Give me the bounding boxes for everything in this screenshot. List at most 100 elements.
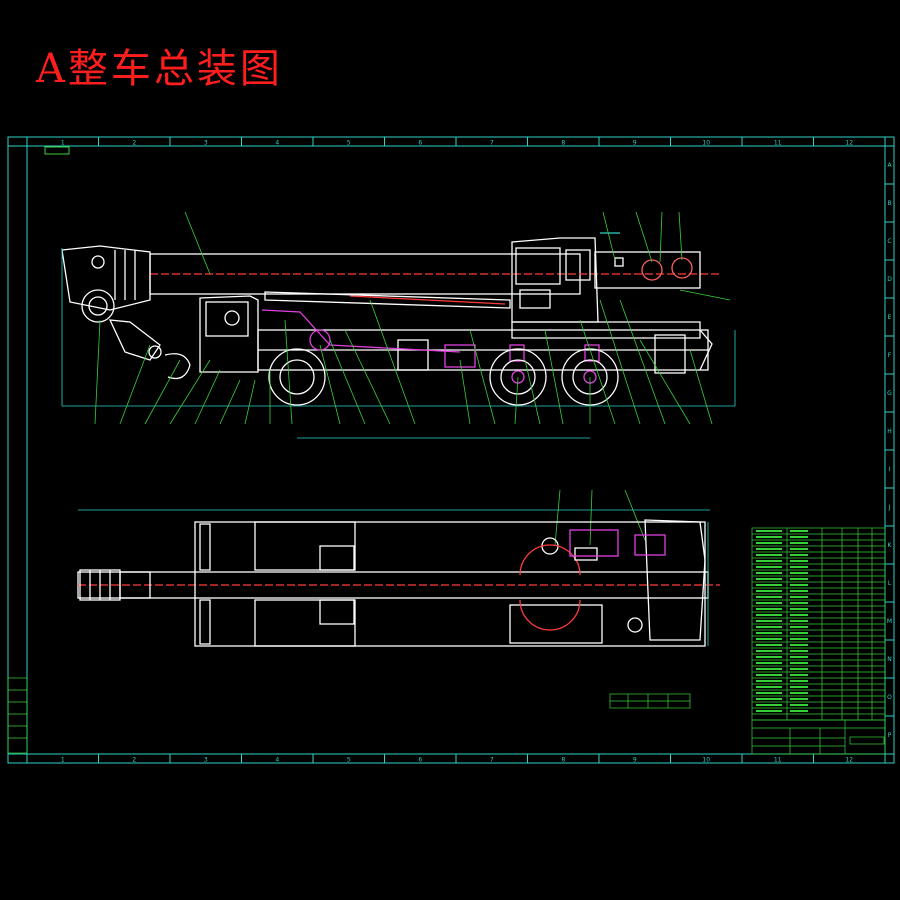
border-column-label: 3 <box>204 757 208 764</box>
parts-row-entry <box>790 608 808 610</box>
parts-row-entry <box>756 704 782 706</box>
parts-row-entry <box>790 686 808 688</box>
parts-row-entry <box>790 602 808 604</box>
engine-block <box>569 529 619 557</box>
parts-row-entry <box>756 668 782 670</box>
parts-row-entry <box>790 704 808 706</box>
parts-row-entry <box>756 692 782 694</box>
parts-row-entry <box>790 710 808 712</box>
top-view <box>77 509 720 647</box>
parts-row-entry <box>756 542 782 544</box>
border-row-label: A <box>887 162 892 169</box>
chassis-top <box>194 521 706 647</box>
parts-row-entry <box>790 662 808 664</box>
border-column-label: 2 <box>132 140 136 147</box>
parts-row-entry <box>790 656 808 658</box>
parts-row-entry <box>790 548 808 550</box>
title-block <box>751 719 886 755</box>
parts-row-entry <box>756 566 782 568</box>
luffing-cylinder <box>264 291 511 309</box>
border-column-label: 10 <box>702 140 710 147</box>
callout-leaders <box>94 211 731 546</box>
border-column-label: 9 <box>633 757 637 764</box>
border-column-label: 11 <box>774 140 782 147</box>
parts-row-entry <box>756 638 782 640</box>
side-view <box>61 232 736 439</box>
border-row-label: B <box>887 200 891 207</box>
parts-row-entry <box>756 608 782 610</box>
parts-row-entry <box>756 674 782 676</box>
border-column-label: 5 <box>347 140 351 147</box>
border-column-label: 1 <box>61 140 65 147</box>
border-row-label: D <box>887 276 892 283</box>
parts-row-entry <box>756 662 782 664</box>
border-column-label: 6 <box>418 140 422 147</box>
border-row-label: H <box>887 428 892 435</box>
border-row-label: P <box>888 732 892 739</box>
parts-row-entry <box>756 548 782 550</box>
parts-row-entry <box>756 572 782 574</box>
border-column-label: 6 <box>418 757 422 764</box>
border-column-label: 12 <box>845 140 853 147</box>
hydraulic-line <box>261 309 461 353</box>
border-row-label: J <box>888 504 891 511</box>
border-row-label: E <box>888 314 892 321</box>
border-row-label: F <box>888 352 892 359</box>
parts-row-entry <box>756 530 782 532</box>
parts-row-entry <box>790 590 808 592</box>
border-column-label: 8 <box>561 757 565 764</box>
revision-strip <box>7 677 28 754</box>
parts-row-entry <box>790 578 808 580</box>
border-row-label: O <box>887 694 892 701</box>
parts-row-entry <box>756 650 782 652</box>
boom-head <box>61 245 151 311</box>
chassis-cab <box>199 295 259 373</box>
border-column-label: 5 <box>347 757 351 764</box>
parts-row-entry <box>756 560 782 562</box>
parts-row-entry <box>756 554 782 556</box>
parts-row-entry <box>790 692 808 694</box>
border-column-label: 3 <box>204 140 208 147</box>
border-column-label: 10 <box>702 757 710 764</box>
parts-row-entry <box>790 614 808 616</box>
parts-row-entry <box>790 596 808 598</box>
border-column-label: 12 <box>845 757 853 764</box>
border-column-label: 2 <box>132 757 136 764</box>
parts-row-entry <box>790 554 808 556</box>
parts-row-entry <box>790 668 808 670</box>
border-column-label: 7 <box>490 757 494 764</box>
winch-2 <box>671 257 693 279</box>
border-row-label: M <box>887 618 892 625</box>
parts-row-entry <box>790 620 808 622</box>
parts-row-entry <box>756 620 782 622</box>
border-column-label: 4 <box>275 140 279 147</box>
parts-row-entry <box>790 650 808 652</box>
parts-row-entry <box>790 674 808 676</box>
border-row-label: C <box>887 238 891 245</box>
parts-row-entry <box>756 614 782 616</box>
border-column-label: 11 <box>774 757 782 764</box>
technical-table <box>609 693 691 709</box>
parts-row-entry <box>790 530 808 532</box>
wheel-front <box>268 348 326 406</box>
parts-row-entry <box>756 698 782 700</box>
border-row-label: N <box>887 656 892 663</box>
parts-row-entry <box>790 632 808 634</box>
parts-row-entry <box>756 626 782 628</box>
parts-row-entry <box>756 710 782 712</box>
border-row-label: L <box>888 580 892 587</box>
parts-row-entry <box>790 572 808 574</box>
border-column-label: 8 <box>561 140 565 147</box>
border-column-label: 4 <box>275 757 279 764</box>
border-row-label: K <box>888 542 893 549</box>
parts-row-entry <box>756 602 782 604</box>
operator-cab <box>511 237 599 323</box>
parts-row-entry <box>790 536 808 538</box>
parts-row-entry <box>790 680 808 682</box>
parts-row-entry <box>756 656 782 658</box>
parts-row-entry <box>790 584 808 586</box>
parts-row-entry <box>790 638 808 640</box>
